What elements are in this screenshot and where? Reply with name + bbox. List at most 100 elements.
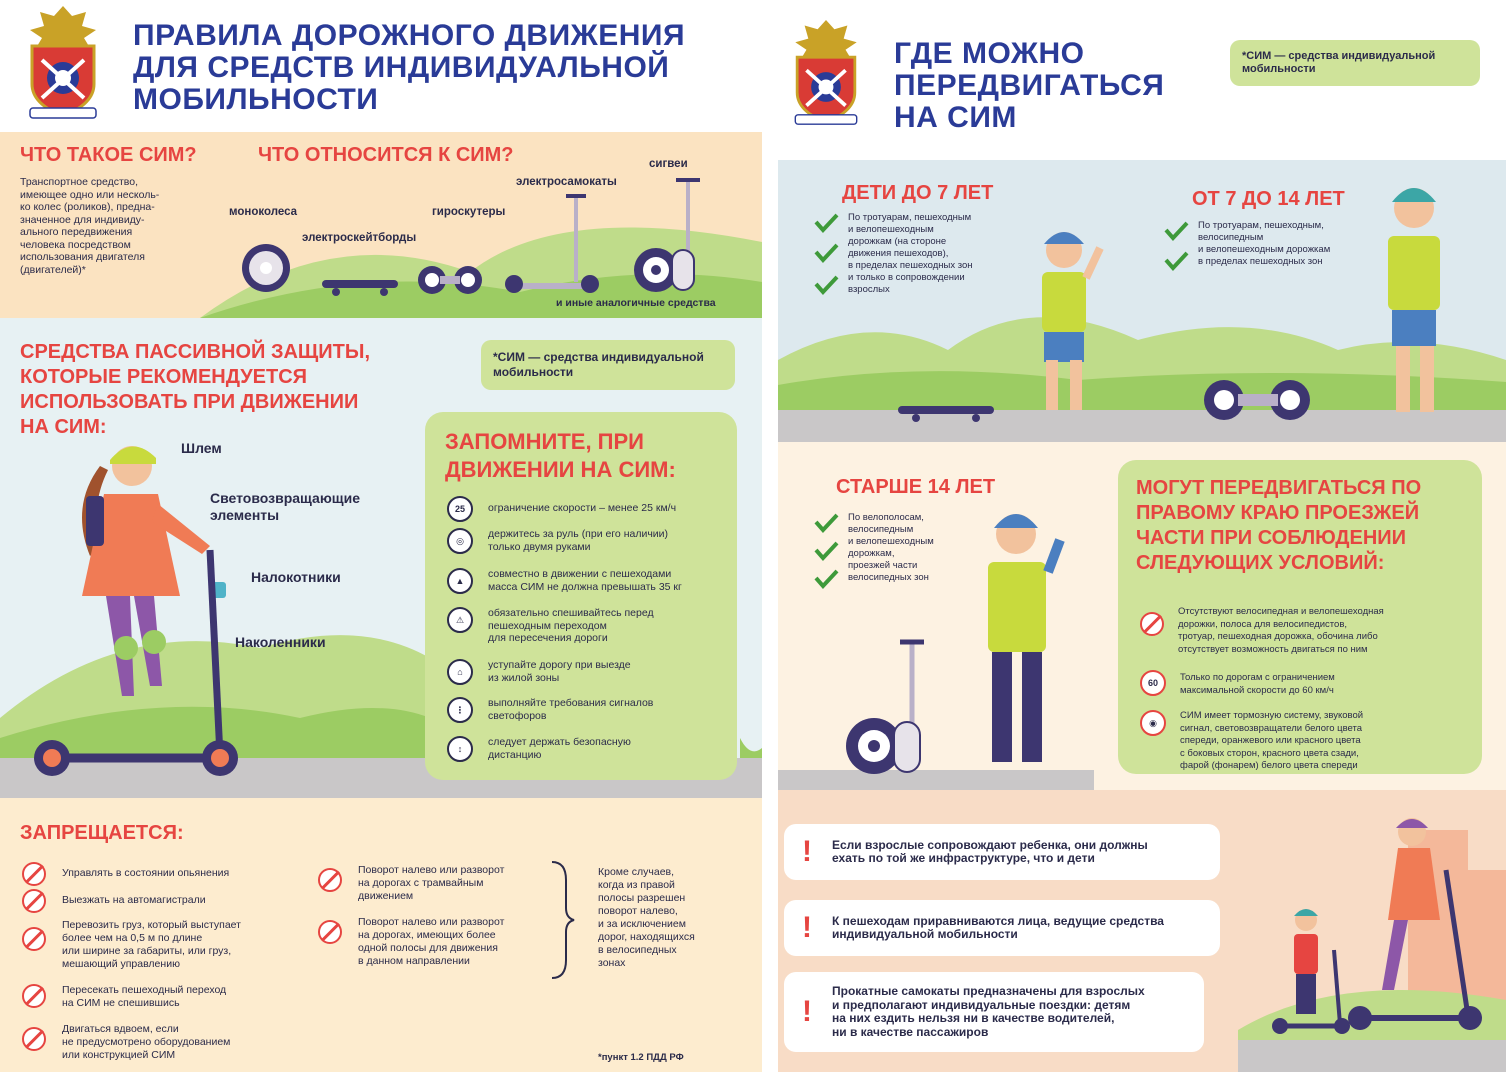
no-left-turn-tram-icon — [318, 868, 342, 892]
note-line: мобильности — [493, 365, 574, 379]
rule-line: уступайте дорогу при выезде — [488, 659, 631, 671]
text-line: ального передвижения — [20, 226, 133, 238]
text-line: проезжей части — [848, 560, 918, 571]
prohibited-item: Пересекать пешеходный переход на СИМ не … — [22, 984, 226, 1010]
note-line: *СИМ — средства индивидуальной — [493, 350, 704, 364]
text-line: значенное для индивиду- — [20, 213, 145, 226]
police-emblem-icon — [29, 6, 97, 119]
rule-item: ⚠ обязательно спешивайтесь перед пешеход… — [447, 607, 731, 645]
check-icons — [814, 513, 839, 589]
what-is-sim-heading: ЧТО ТАКОЕ СИМ? — [20, 144, 197, 166]
text-line: тротуар, пешеходная дорожка, обочина либ… — [1178, 631, 1378, 642]
alert-pedestrian-equivalence: ! К пешеходам приравниваются лица, ведущ… — [784, 900, 1220, 956]
text-line: велосипедным — [848, 524, 914, 535]
text-line: Двигаться вдвоем, если — [62, 1023, 179, 1035]
text-line: или ширине за габариты, или груз, — [62, 945, 232, 957]
park-illustration — [778, 188, 1506, 442]
text-line: сигнал, световозвращатели белого цвета — [1180, 722, 1363, 734]
monowheel-icon — [242, 244, 290, 292]
age-7-14-text: По тротуарам, пешеходным, велосипедным и… — [1198, 220, 1330, 268]
distance-icon: ↕ — [447, 736, 473, 762]
pedestrian-crossing-icon: ⚠ — [447, 607, 473, 633]
remember-rules-box: ЗАПОМНИТЕ, ПРИ ДВИЖЕНИИ НА СИМ: 25 огран… — [425, 412, 737, 780]
check-icons — [814, 213, 839, 295]
text-line: более чем на 0,5 м по длине — [62, 932, 203, 944]
text-line: Отсутствуют велосипедная и велопешеходна… — [1178, 606, 1384, 617]
title-line: МОБИЛЬНОСТИ — [133, 83, 379, 116]
hills-illustration — [200, 227, 762, 318]
under-7-rules: По тротуарам, пешеходным и велопешеходны… — [812, 212, 973, 302]
rule-item: ▲ совместно в движении с пешеходами масс… — [447, 568, 731, 594]
segway-icon — [634, 178, 700, 292]
gear-line: Наколенники — [235, 634, 326, 650]
no-riding-crosswalk-icon — [22, 984, 46, 1008]
teen-illustration — [988, 514, 1065, 762]
no-alcohol-icon — [22, 862, 46, 886]
child-scooter-rider-illustration — [1272, 909, 1350, 1034]
text-line: ни в качестве пассажиров — [832, 1024, 989, 1039]
text-line: По тротуарам, пешеходным, — [1198, 220, 1324, 231]
exclamation-icon: ! — [802, 995, 812, 1028]
rule-line: держитесь за руль (при его наличии) — [488, 528, 669, 540]
over-14-heading: СТАРШЕ 14 ЛЕТ — [836, 476, 996, 498]
text-line: Только по дорогам с ограничением — [1180, 672, 1335, 683]
rule-line: для пересечения дороги — [488, 632, 608, 644]
text-line: велосипедных зон — [848, 572, 929, 583]
rule-text: держитесь за руль (при его наличии) толь… — [488, 528, 668, 553]
prohibited-text: Поворот налево или разворот на дорогах, … — [358, 916, 504, 968]
heading-line: ИСПОЛЬЗОВАТЬ ПРИ ДВИЖЕНИИ — [20, 391, 359, 413]
rule-line: масса СИМ не должна превышать 35 кг — [488, 580, 682, 593]
brake-signal-icon: ◉ — [1140, 710, 1166, 736]
text-line: Транспортное средство, — [20, 176, 138, 188]
gear-label-knee-pads: Наколенники — [235, 634, 326, 651]
prohibited-text: Поворот налево или разворот на дорогах с… — [358, 864, 504, 903]
text-line: в данном направлении — [358, 955, 470, 967]
rule-line: светофоров — [488, 709, 547, 722]
sim-types-heading: ЧТО ОТНОСИТСЯ К СИМ? — [258, 144, 514, 166]
prohibited-item: Поворот налево или разворот на дорогах, … — [318, 916, 504, 968]
rule-item: ⌂ уступайте дорогу при выезде из жилой з… — [447, 659, 731, 685]
alert-rental-scooters: ! Прокатные самокаты предназначены для в… — [784, 972, 1204, 1052]
text-line: Поворот налево или разворот — [358, 864, 505, 876]
right-poster: ГДЕ МОЖНО ПЕРЕДВИГАТЬСЯ НА СИМ *СИМ — ср… — [778, 0, 1506, 1072]
over-14-rules: По велополосам, велосипедным и велопешех… — [812, 512, 934, 592]
text-line: Пересекать пешеходный переход — [62, 984, 227, 996]
over-14-illustration — [778, 514, 1094, 790]
weight-icon: ▲ — [447, 568, 473, 594]
steering-wheel-icon: ◎ — [447, 528, 473, 554]
vehicle-label-segway: сигвеи — [649, 158, 688, 170]
right-poster-title: ГДЕ МОЖНО ПЕРЕДВИГАТЬСЯ НА СИМ — [894, 38, 1194, 134]
condition-item: 60 Только по дорогам с ограничением макс… — [1140, 670, 1470, 697]
prohibited-item: Управлять в состоянии опьянения — [22, 862, 229, 886]
segway-icon — [846, 639, 924, 774]
gear-label-reflectors: Световозвращающие элементы — [210, 490, 360, 524]
rule-line: следует держать безопасную — [488, 736, 631, 748]
text-line: дорог, находящихся — [598, 931, 695, 943]
heading-line: ДВИЖЕНИИ НА СИМ: — [445, 457, 676, 482]
prohibited-text: Перевозить груз, который выступает более… — [62, 919, 241, 971]
text-line: и только в сопровождении — [848, 272, 965, 283]
text-line: с боковых сторон, красного цвета сзади, — [1180, 747, 1359, 759]
text-line: Прокатные самокаты предназначены для взр… — [832, 984, 1145, 998]
text-line: фарой (фонарем) белого цвета спереди — [1180, 760, 1358, 771]
rule-text: выполняйте требования сигналов светофоро… — [488, 697, 653, 722]
prohibited-heading: ЗАПРЕЩАЕТСЯ: — [20, 822, 184, 844]
speed-limit-25-icon: 25 — [447, 496, 473, 522]
no-cargo-icon — [22, 927, 46, 951]
rule-line: обязательно спешивайтесь перед — [488, 607, 654, 619]
hoverboard-icon — [418, 266, 482, 294]
text-line: в велосипедных — [598, 944, 677, 956]
traffic-light-icon: ⋮ — [447, 697, 473, 723]
prohibited-item: Поворот налево или разворот на дорогах с… — [318, 864, 504, 903]
left-poster: ПРАВИЛА ДОРОЖНОГО ДВИЖЕНИЯ ДЛЯ СРЕДСТВ И… — [0, 0, 762, 1072]
text-line: имеющее одно или несколь- — [20, 188, 160, 201]
sim-definition-note: *СИМ — средства индивидуальной мобильнос… — [481, 340, 735, 390]
sim-definition-note: *СИМ — средства индивидуальной мобильнос… — [1230, 40, 1480, 86]
rule-text: совместно в движении с пешеходами масса … — [488, 568, 682, 593]
under-7-heading: ДЕТИ ДО 7 ЛЕТ — [842, 182, 994, 204]
hoverboard-icon — [1204, 380, 1310, 420]
child-7to14-illustration — [1388, 188, 1440, 412]
remember-heading: ЗАПОМНИТЕ, ПРИ ДВИЖЕНИИ НА СИМ: — [445, 428, 735, 484]
rule-text: обязательно спешивайтесь перед пешеходны… — [488, 607, 654, 645]
text-line: Поворот налево или разворот — [358, 916, 505, 928]
